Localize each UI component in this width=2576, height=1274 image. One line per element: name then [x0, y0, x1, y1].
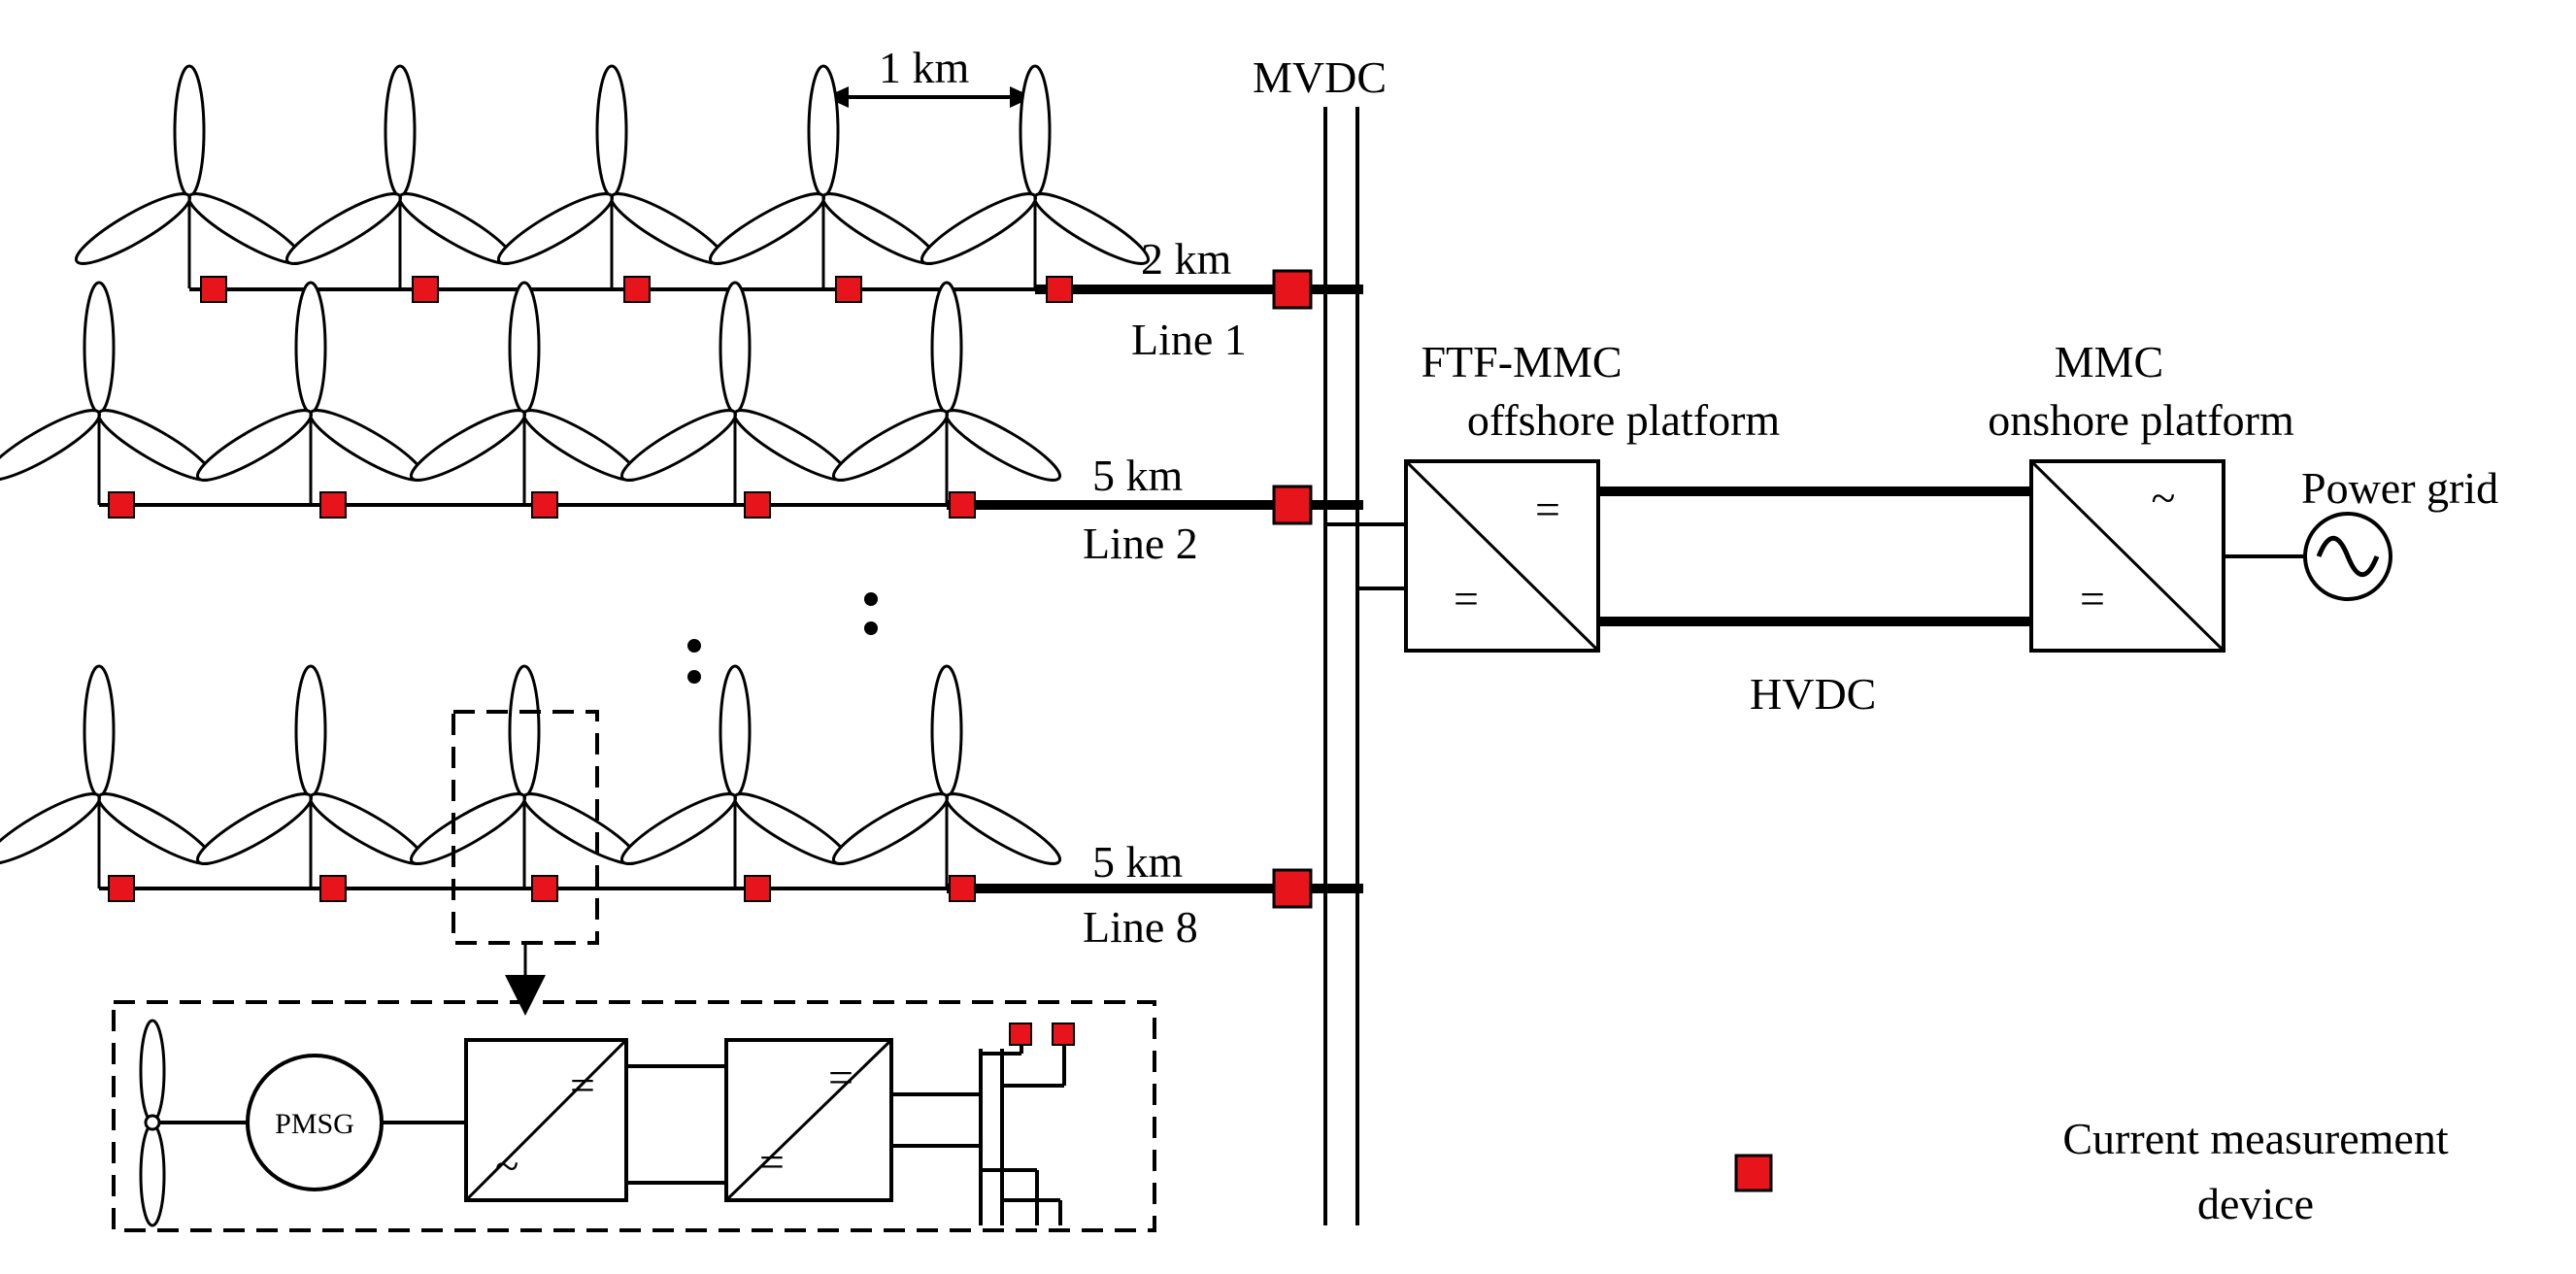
- dc-symbol: =: [759, 1137, 785, 1187]
- offshore-platform-label: offshore platform: [1467, 395, 1781, 445]
- current-measurement-device: [1009, 1023, 1032, 1046]
- wind-turbine: [0, 281, 221, 507]
- wind-turbine: [913, 64, 1157, 290]
- current-measurement-device: [1272, 868, 1313, 909]
- dc-symbol: =: [1454, 574, 1479, 623]
- hvdc-link: [1598, 486, 2031, 626]
- ftf-mmc-converter: [1404, 459, 1600, 653]
- wind-turbine: [824, 664, 1069, 890]
- dc-symbol: =: [1535, 485, 1560, 534]
- feeder-line-8: [0, 664, 1363, 909]
- bus-to-ftf-connection: [1325, 522, 1406, 590]
- current-measurement-device: [623, 276, 651, 303]
- ac-symbol: ~: [2152, 473, 2176, 522]
- feeder-1-name: Line 1: [1131, 315, 1247, 364]
- mmc-label: MMC: [2055, 337, 2163, 386]
- legend-label-line2: device: [2197, 1179, 2314, 1228]
- ac-symbol: ~: [495, 1141, 519, 1190]
- ftf-mmc-label: FTF-MMC: [1421, 337, 1622, 386]
- feeder-line-1: [67, 64, 1363, 310]
- wind-turbine: [824, 281, 1069, 507]
- legend-label-line1: Current measurement: [2062, 1114, 2448, 1163]
- current-measurement-device: [744, 491, 771, 519]
- current-measurement-device: [1052, 1023, 1075, 1046]
- wind-turbine: [613, 281, 857, 507]
- current-measurement-device: [531, 875, 558, 902]
- current-measurement-device: [949, 875, 976, 902]
- dc-symbol: =: [570, 1060, 595, 1110]
- current-measurement-device: [319, 491, 347, 519]
- wind-turbine: [188, 281, 433, 507]
- current-measurement-device: [412, 276, 439, 303]
- current-measurement-device: [1046, 276, 1073, 303]
- wind-turbine: [0, 664, 221, 890]
- current-measurement-device: [319, 875, 347, 902]
- legend-measurement-device-swatch: [1734, 1154, 1773, 1192]
- current-measurement-device: [1272, 269, 1313, 310]
- hvdc-label: HVDC: [1750, 669, 1876, 719]
- turbine-detail-panel: PMSG = ~ = =: [112, 1000, 1156, 1232]
- wind-turbine: [402, 281, 647, 507]
- dc-symbol: =: [2080, 574, 2105, 623]
- wind-turbine: [67, 64, 312, 290]
- dc-symbol: =: [828, 1053, 853, 1102]
- feeder-8-distance: 5 km: [1092, 837, 1184, 887]
- current-measurement-device: [1272, 485, 1313, 525]
- feeder-2-name: Line 2: [1083, 519, 1198, 568]
- mvdc-label: MVDC: [1253, 52, 1387, 102]
- more-feeders-ellipsis: [687, 592, 878, 684]
- wind-turbine: [489, 64, 734, 290]
- spacing-label: 1 km: [879, 43, 970, 92]
- ac-wave-icon: [2316, 535, 2380, 578]
- feeder-2-distance: 5 km: [1092, 451, 1184, 500]
- wind-turbine: [613, 664, 857, 890]
- onshore-platform-label: onshore platform: [1988, 395, 2294, 445]
- wind-turbine: [188, 664, 433, 890]
- current-measurement-device: [835, 276, 862, 303]
- wind-turbine: [402, 664, 647, 890]
- current-measurement-device: [108, 875, 135, 902]
- current-measurement-device: [744, 875, 771, 902]
- current-measurement-device: [108, 491, 135, 519]
- feeder-8-name: Line 8: [1083, 902, 1198, 952]
- mmc-converter: [2029, 459, 2225, 653]
- wind-turbine: [701, 64, 946, 290]
- current-measurement-device: [531, 491, 558, 519]
- power-grid-label: Power grid: [2301, 463, 2498, 513]
- pmsg-label: PMSG: [275, 1108, 354, 1140]
- feeder-line-2: [0, 281, 1363, 525]
- current-measurement-device: [949, 491, 976, 519]
- current-measurement-device: [200, 276, 227, 303]
- mvdc-bus: [1323, 107, 1359, 1225]
- feeder-1-distance: 2 km: [1141, 234, 1232, 284]
- wind-turbine: [278, 64, 522, 290]
